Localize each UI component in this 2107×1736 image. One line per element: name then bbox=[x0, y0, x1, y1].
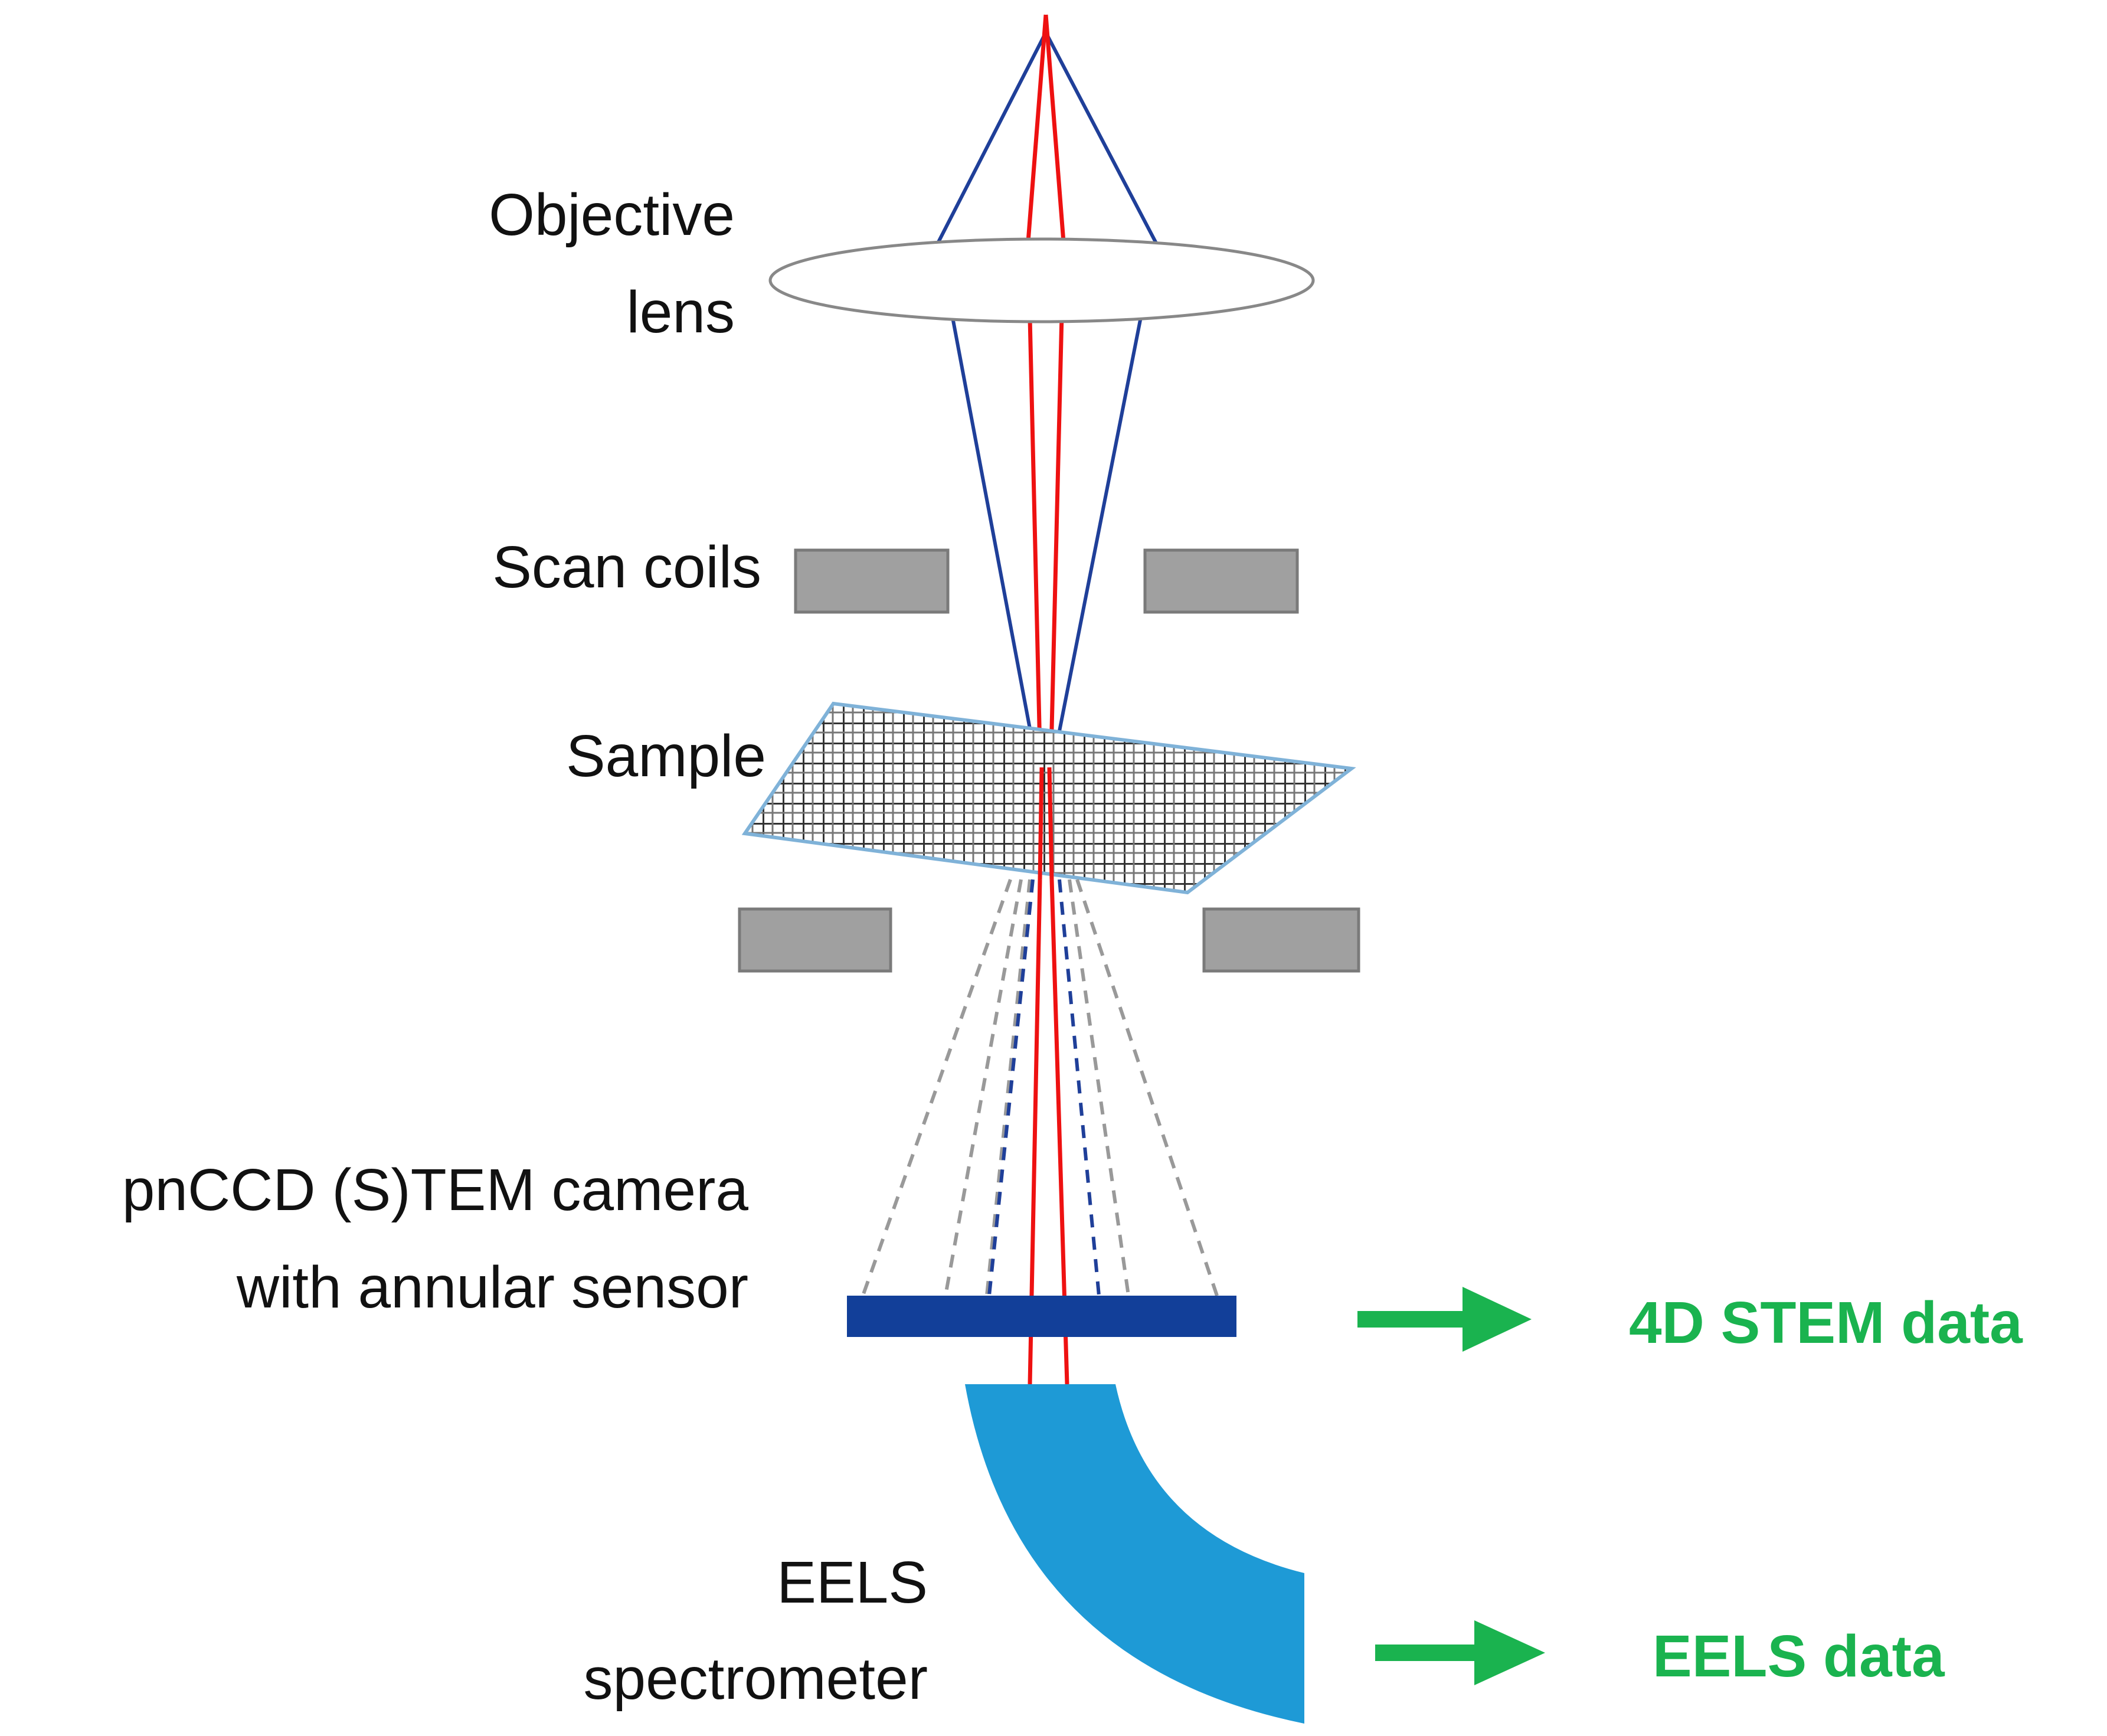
scan-coils-label: Scan coils bbox=[492, 534, 761, 600]
pnccd-camera bbox=[847, 1296, 1236, 1337]
eels-spectrometer bbox=[965, 1384, 1304, 1724]
beam-through-sample-left bbox=[1038, 767, 1044, 880]
scan-coil-lower-right bbox=[1202, 907, 1360, 973]
outer-beam-left-upper bbox=[936, 31, 1048, 783]
objective-lens-label-line2: lens bbox=[627, 279, 735, 345]
objective-lens bbox=[768, 237, 1315, 323]
outer-beam-right-upper bbox=[1044, 31, 1158, 783]
camera-label-line2: with annular sensor bbox=[236, 1254, 748, 1320]
camera-label-line1: pnCCD (S)TEM camera bbox=[122, 1157, 749, 1223]
arrow-4d-stem bbox=[1357, 1287, 1532, 1352]
stem-data-output: 4D STEM data bbox=[1629, 1290, 2023, 1356]
sample-label: Sample bbox=[566, 723, 766, 789]
scan-coil-upper-right bbox=[1143, 548, 1299, 614]
inner-beam-left-upper bbox=[1026, 14, 1048, 827]
scattered-beams-blue bbox=[987, 879, 1101, 1296]
scan-coil-lower-left bbox=[738, 907, 892, 973]
inner-beam-right-upper bbox=[1043, 14, 1066, 827]
eels-data-output: EELS data bbox=[1653, 1623, 1945, 1689]
objective-lens-label-line1: Objective bbox=[489, 182, 735, 248]
eels-label-line1: EELS bbox=[777, 1549, 928, 1616]
scan-coil-upper-left bbox=[794, 548, 950, 614]
eels-label-line2: spectrometer bbox=[583, 1646, 928, 1712]
beam-through-sample-right bbox=[1047, 767, 1054, 880]
scattered-beams-grey bbox=[861, 878, 1219, 1297]
arrow-eels bbox=[1375, 1620, 1545, 1685]
